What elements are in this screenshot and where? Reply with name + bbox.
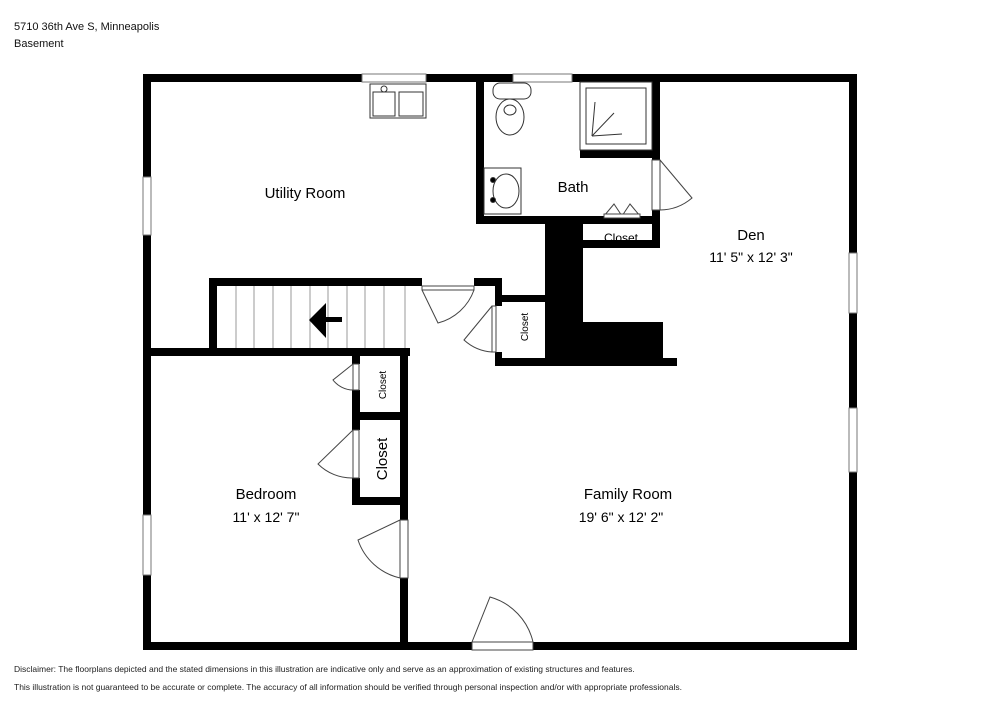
address: 5710 36th Ave S, Minneapolis (14, 21, 160, 33)
bath-sink-icon (483, 167, 522, 215)
stair-arrow-icon (309, 303, 342, 338)
hall-closet-label: Closet (520, 313, 531, 342)
windows (142, 73, 858, 576)
den-label: Den (737, 227, 765, 244)
family-room-label: Family Room (584, 486, 672, 503)
stair-treads (235, 286, 406, 348)
den-dimensions: 11' 5" x 12' 3" (709, 249, 793, 265)
bath-closet-label: Closet (604, 231, 639, 245)
utility-room-label: Utility Room (265, 185, 346, 202)
bedroom-label: Bedroom (236, 486, 297, 503)
family-room-dimensions: 19' 6" x 12' 2" (579, 509, 664, 525)
bath-label: Bath (558, 179, 589, 196)
disclaimer-line-1: Disclaimer: The floorplans depicted and … (14, 664, 635, 674)
bedroom-closet-small-label: Closet (378, 371, 389, 400)
bedroom-dimensions: 11' x 12' 7" (233, 509, 300, 525)
floor-level: Basement (14, 38, 64, 50)
bedroom-closet-large-label: Closet (374, 437, 391, 480)
disclaimer-line-2: This illustration is not guaranteed to b… (14, 682, 682, 692)
walls (143, 74, 857, 650)
laundry-sink-icon (369, 83, 427, 119)
shower-icon (579, 81, 653, 151)
doors (317, 159, 693, 651)
toilet-icon (492, 82, 532, 136)
